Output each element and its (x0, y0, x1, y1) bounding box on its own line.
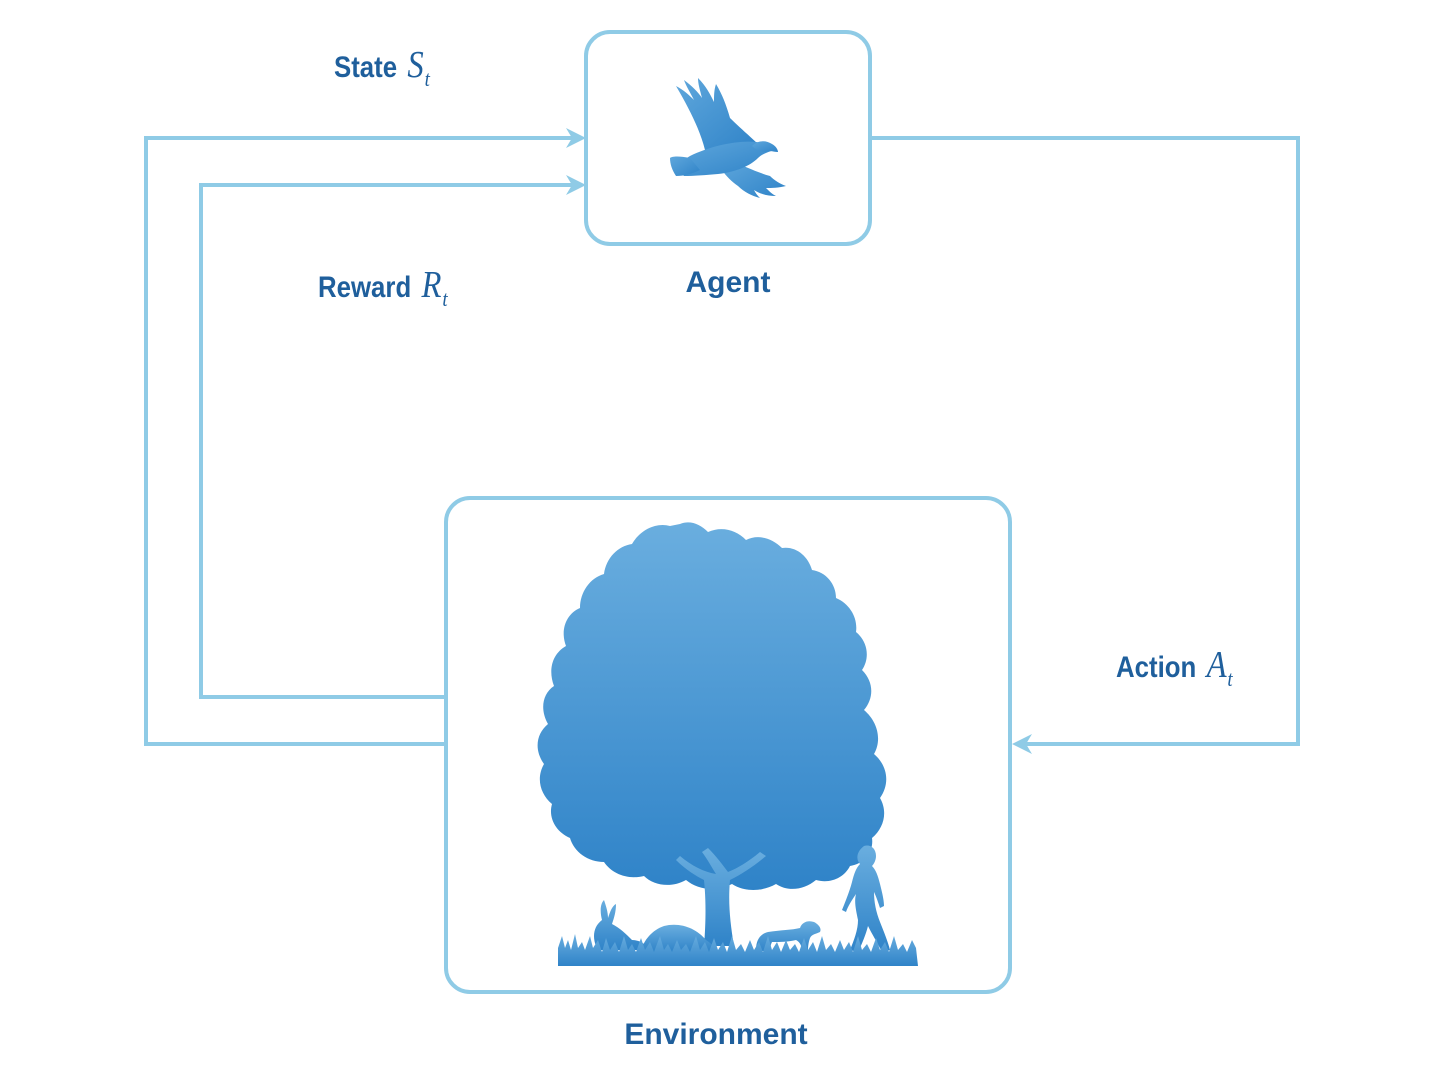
state-arrowhead (566, 128, 586, 148)
action-label-text: Action (1116, 651, 1197, 684)
reward-connector (199, 183, 582, 699)
action-subscript: t (1227, 666, 1233, 691)
reward-arrowhead (566, 175, 586, 195)
reward-subscript: t (442, 286, 448, 311)
tree-scene-icon (537, 522, 918, 966)
action-symbol: A (1206, 644, 1227, 686)
state-subscript: t (424, 66, 430, 91)
state-label-text: State (334, 51, 398, 84)
environment-label: Environment (624, 1018, 808, 1051)
reward-label-text: Reward (318, 271, 412, 304)
action-connector (870, 136, 1300, 746)
action-arrowhead (1012, 734, 1032, 754)
state-symbol: S (407, 44, 424, 86)
state-connector (144, 136, 582, 746)
eagle-icon (670, 78, 786, 198)
reward-symbol: R (421, 264, 442, 306)
agent-label: Agent (685, 266, 771, 299)
